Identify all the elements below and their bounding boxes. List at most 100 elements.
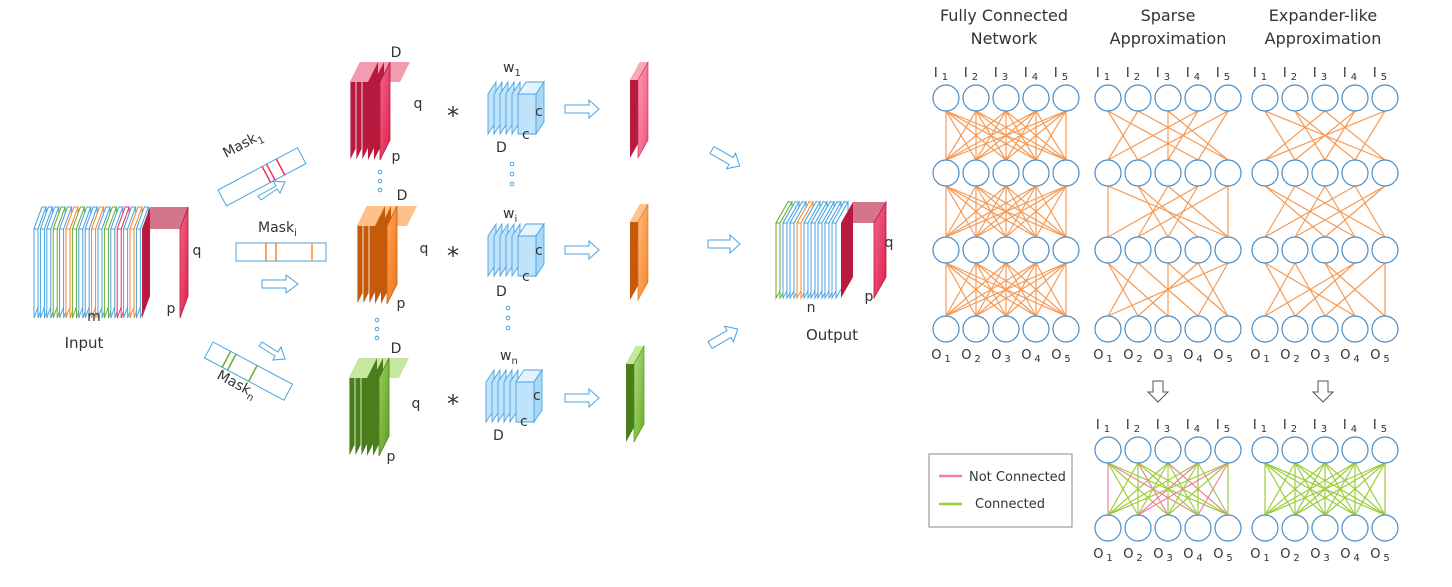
network-node — [1251, 315, 1279, 343]
network-edge — [1107, 462, 1169, 516]
output-front-face — [841, 200, 887, 300]
network-edge — [975, 110, 1067, 161]
green-stack-d-label: D — [391, 341, 402, 357]
network-node — [1094, 159, 1122, 187]
mask-i: Maski — [235, 220, 327, 294]
network-edge — [1264, 262, 1356, 317]
network-node — [1341, 315, 1369, 343]
network-edge — [945, 110, 1037, 161]
network-node — [1154, 315, 1182, 343]
sparse-down-arrow-icon — [1146, 380, 1170, 403]
network-edge — [1137, 110, 1229, 161]
kernel-w1-d-label: D — [496, 140, 507, 156]
network-edge — [1264, 110, 1386, 161]
feature-front-face — [386, 205, 398, 305]
network-edge — [1107, 185, 1199, 238]
network-node — [1251, 436, 1279, 464]
network-node — [932, 159, 960, 187]
network-edge — [1264, 185, 1296, 238]
red-stack-p-label: p — [392, 149, 401, 165]
network-node — [1052, 84, 1080, 112]
network-edge — [1005, 185, 1067, 238]
kernel-wi-d-label: D — [496, 284, 507, 300]
network-node — [1184, 236, 1212, 264]
network-edge — [1167, 462, 1229, 516]
network-edge — [1294, 110, 1326, 161]
network-edge — [1137, 462, 1229, 516]
network-node — [1311, 236, 1339, 264]
output-q-label: q — [885, 235, 894, 251]
network-edge — [945, 110, 977, 161]
network-node — [1214, 236, 1242, 264]
arrow-to-sheet-n-icon — [564, 387, 600, 409]
network-node — [1094, 436, 1122, 464]
convolution-operator-n: * — [447, 390, 459, 418]
network-node — [1052, 315, 1080, 343]
network-node — [1371, 436, 1399, 464]
network-node — [1371, 315, 1399, 343]
network-edge — [1137, 185, 1199, 238]
network-node — [1214, 315, 1242, 343]
network-edge — [1264, 462, 1296, 516]
output-p-label: p — [865, 289, 874, 305]
network-node — [1311, 159, 1339, 187]
input-front-face — [142, 206, 189, 319]
network-node — [1052, 159, 1080, 187]
arrow-sheet-1-to-output-icon — [709, 145, 741, 170]
network-edge — [1294, 185, 1386, 238]
network-node — [1124, 514, 1152, 542]
network-node — [1154, 84, 1182, 112]
network-edge — [1264, 110, 1326, 161]
network-node — [1311, 84, 1339, 112]
mask-n: Maskn — [203, 341, 294, 404]
network-edge — [1167, 185, 1229, 238]
network-edge — [1264, 110, 1296, 161]
arrow-sheet-n-to-output-icon — [707, 325, 739, 350]
kernel-w1-c2-label: c — [522, 127, 530, 143]
network-node — [1124, 315, 1152, 343]
network-node — [1184, 84, 1212, 112]
network-edge — [945, 110, 1067, 161]
network-node — [1154, 514, 1182, 542]
network-node — [1022, 236, 1050, 264]
network-edge — [1324, 185, 1386, 238]
network-node — [1311, 315, 1339, 343]
network-edge — [1264, 185, 1326, 238]
mask-i-arrow-icon — [261, 274, 299, 294]
network-node — [932, 315, 960, 343]
vertical-ellipsis-dots-left — [374, 169, 383, 341]
convolution-operator-i: * — [447, 242, 459, 270]
green-stack-q-label: q — [412, 396, 421, 412]
network-node — [1281, 236, 1309, 264]
network-edge — [945, 262, 977, 317]
network-node — [1154, 436, 1182, 464]
network-node — [962, 236, 990, 264]
network-node — [1341, 436, 1369, 464]
kernel-wn-d-label: D — [493, 428, 504, 444]
network-edge — [1354, 110, 1386, 161]
network-edge — [1107, 110, 1139, 161]
network-node — [1281, 315, 1309, 343]
network-node — [1022, 84, 1050, 112]
network-edge — [945, 262, 1007, 317]
network-node — [992, 84, 1020, 112]
